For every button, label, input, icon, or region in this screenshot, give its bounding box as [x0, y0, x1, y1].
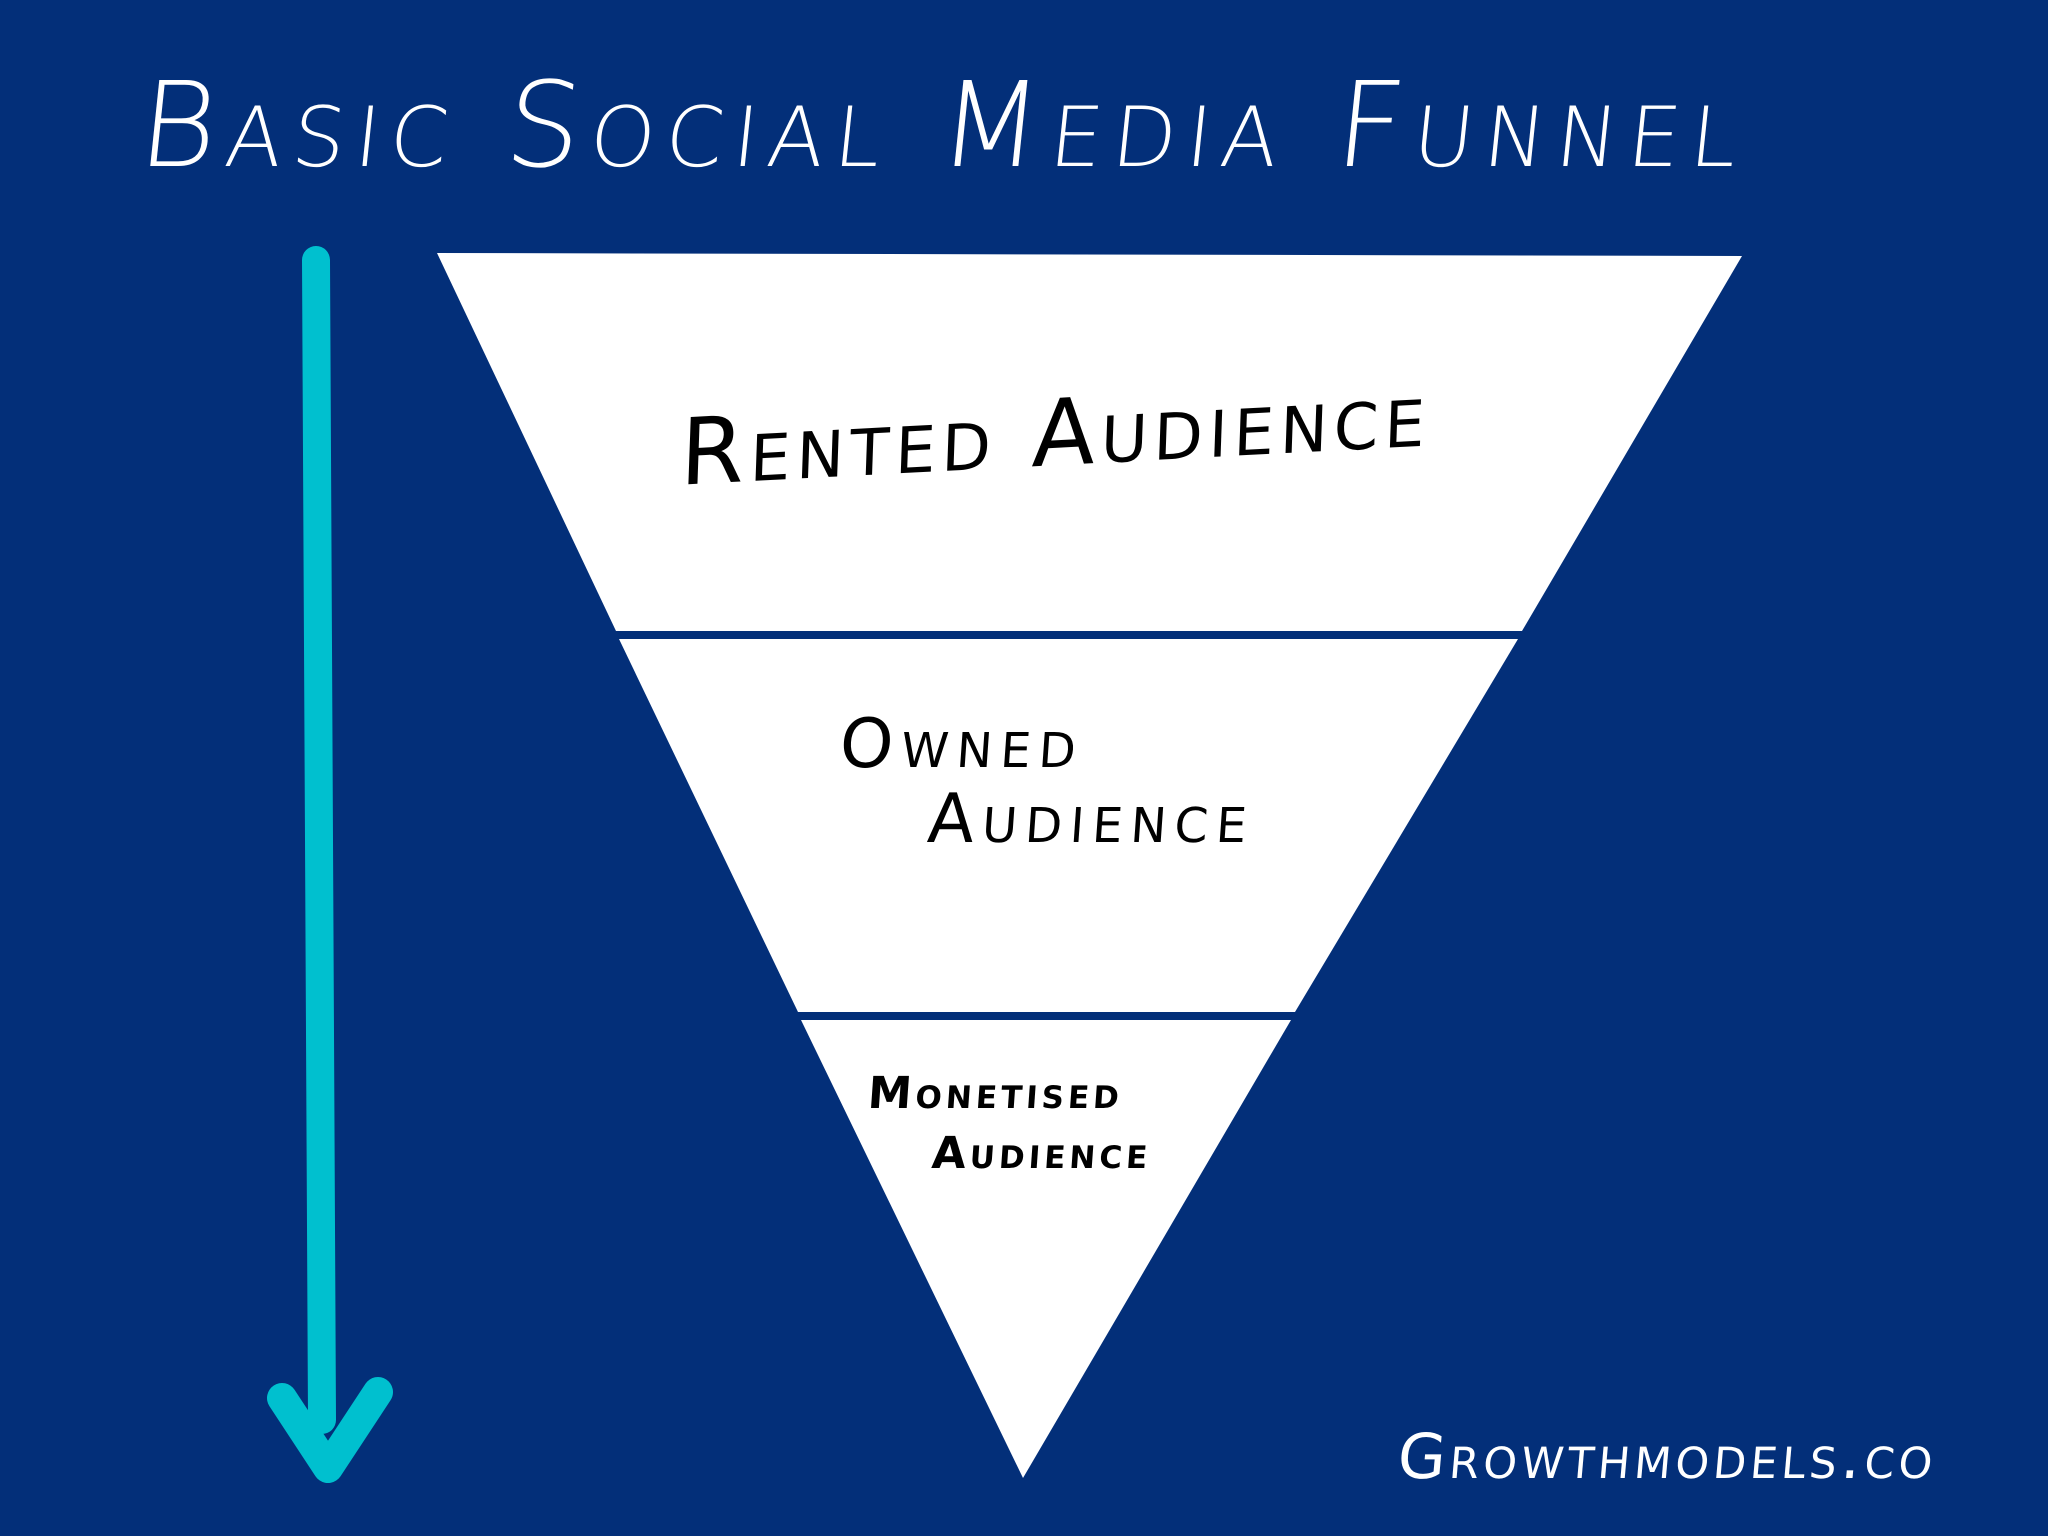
funnel-stage-rented [437, 253, 1742, 631]
arrow-down-icon [267, 246, 393, 1483]
footer-credit: Growthmodels.co [1394, 1420, 1941, 1493]
stage-label-monetised-line2: Audience [930, 1128, 1154, 1179]
stage-label-owned-line2: Audience [925, 780, 1258, 859]
funnel-stage-monetised [801, 1020, 1291, 1478]
funnel-stage-owned [619, 639, 1518, 1012]
stage-label-owned-line1: Owned [837, 705, 1087, 784]
stage-label-monetised-line1: Monetised [866, 1068, 1125, 1119]
